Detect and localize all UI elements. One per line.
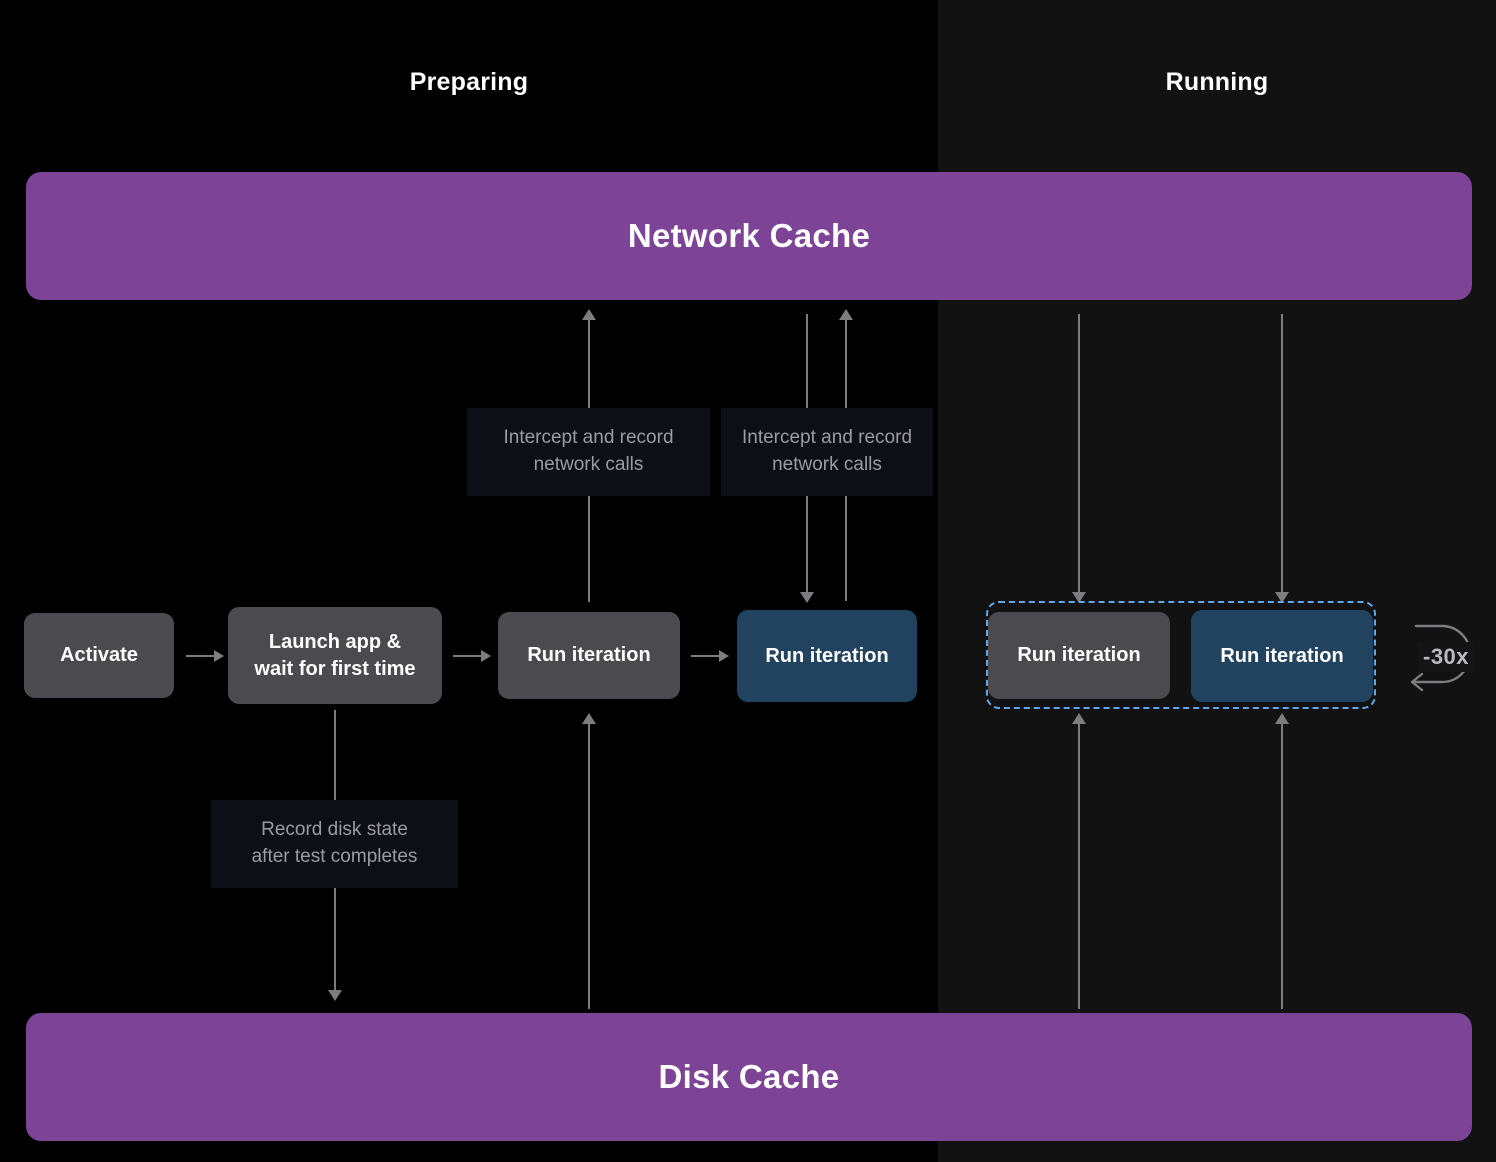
arrow-launch-app-to-run1 bbox=[453, 650, 491, 662]
phase-label-preparing: Preparing bbox=[409, 68, 529, 96]
network-cache-banner[interactable]: Network Cache bbox=[26, 172, 1472, 300]
connector-network-cache-to-run3 bbox=[1078, 314, 1080, 599]
caption-line-2: after test completes bbox=[251, 846, 418, 867]
caption-line-2: network calls bbox=[772, 454, 882, 475]
arrowhead-up-run2-network bbox=[839, 309, 853, 320]
caption-intercept-network-calls-2: Intercept and record network calls bbox=[721, 408, 933, 496]
node-launch-app[interactable]: Launch app & wait for first time bbox=[228, 607, 442, 704]
caption-line-2: network calls bbox=[533, 454, 644, 475]
node-label-line-1: Launch app & bbox=[268, 631, 402, 654]
arrowhead-up-disk-run4 bbox=[1275, 713, 1289, 724]
arrow-activate-to-launch-app bbox=[186, 650, 224, 662]
caption-line-1: Intercept and record bbox=[741, 427, 913, 449]
loop-indicator: -30x bbox=[1398, 612, 1480, 698]
connector-disk-cache-to-run3 bbox=[1078, 718, 1080, 1009]
caption-line-1: Record disk state bbox=[261, 819, 408, 841]
loop-count-label: -30x bbox=[1418, 642, 1475, 672]
caption-record-disk-state: Record disk state after test completes bbox=[211, 800, 458, 888]
node-activate[interactable]: Activate bbox=[24, 613, 174, 698]
arrowhead-up-disk-run3 bbox=[1072, 713, 1086, 724]
disk-cache-banner[interactable]: Disk Cache bbox=[26, 1013, 1472, 1141]
caption-intercept-network-calls-1: Intercept and record network calls bbox=[467, 408, 710, 496]
node-run-iteration-1[interactable]: Run iteration bbox=[498, 612, 680, 699]
phase-label-running: Running bbox=[1165, 68, 1269, 96]
node-run-iteration-3[interactable]: Run iteration bbox=[988, 612, 1170, 699]
arrowhead-down-network-run2 bbox=[800, 592, 814, 603]
node-run-iteration-4[interactable]: Run iteration bbox=[1191, 610, 1373, 702]
connector-disk-cache-to-run4 bbox=[1281, 718, 1283, 1009]
arrowhead-down-network-run4 bbox=[1275, 592, 1289, 603]
caption-line-1: Intercept and record bbox=[503, 427, 674, 449]
node-label-line-2: wait for first time bbox=[254, 657, 416, 680]
arrowhead-down-network-run3 bbox=[1072, 592, 1086, 603]
node-run-iteration-2[interactable]: Run iteration bbox=[737, 610, 917, 702]
connector-network-cache-to-run4 bbox=[1281, 314, 1283, 599]
connector-disk-cache-to-run1 bbox=[588, 718, 590, 1009]
arrowhead-up-run1-network bbox=[582, 309, 596, 320]
arrow-run1-to-run2 bbox=[691, 650, 729, 662]
arrowhead-down-launch-disk bbox=[328, 990, 342, 1001]
arrowhead-up-disk-run1 bbox=[582, 713, 596, 724]
